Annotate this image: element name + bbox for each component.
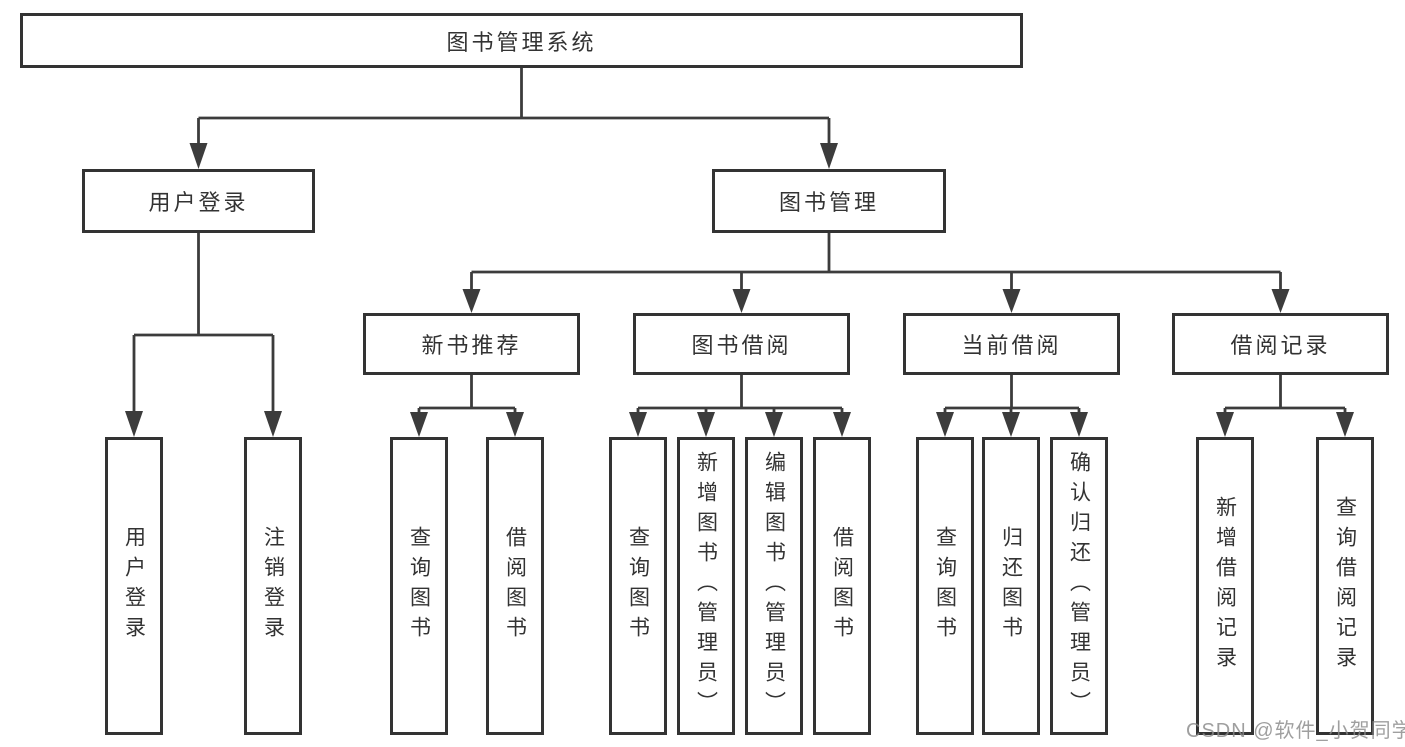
leaf-user-login-label: 用户登录 [122, 526, 146, 646]
leaf-query-books-borrow-label: 查询图书 [626, 526, 650, 646]
node-borrow-records: 借阅记录 [1172, 313, 1389, 375]
leaf-return-books-label: 归还图书 [999, 526, 1023, 646]
leaf-query-books-recommend: 查询图书 [390, 437, 448, 735]
leaf-add-borrow-record-label: 新增借阅记录 [1213, 496, 1237, 676]
leaf-query-books-borrow: 查询图书 [609, 437, 667, 735]
node-new-book-recommend: 新书推荐 [363, 313, 580, 375]
node-book-borrow: 图书借阅 [633, 313, 850, 375]
arrowhead-icons [125, 143, 1354, 437]
leaf-query-borrow-record: 查询借阅记录 [1316, 437, 1374, 735]
csdn-watermark: CSDN @软件_小贺同学 [1186, 720, 1405, 742]
leaf-confirm-return-admin: 确认归还（管理员） [1050, 437, 1108, 735]
leaf-query-books-current: 查询图书 [916, 437, 974, 735]
leaf-edit-books-admin-label: 编辑图书（管理员） [762, 451, 786, 721]
node-book-borrow-label: 图书借阅 [691, 333, 792, 358]
leaf-confirm-return-admin-label: 确认归还（管理员） [1067, 451, 1091, 721]
leaf-return-books: 归还图书 [982, 437, 1040, 735]
node-current-borrow: 当前借阅 [903, 313, 1120, 375]
node-new-book-recommend-label: 新书推荐 [421, 333, 522, 358]
leaf-borrow-books-recommend: 借阅图书 [486, 437, 544, 735]
leaf-add-books-admin: 新增图书（管理员） [677, 437, 735, 735]
node-root-label: 图书管理系统 [446, 29, 597, 55]
node-current-borrow-label: 当前借阅 [961, 333, 1062, 358]
leaf-borrow-books-label: 借阅图书 [830, 526, 854, 646]
leaf-borrow-books-recommend-label: 借阅图书 [503, 526, 527, 646]
node-book-management-branch: 图书管理 [712, 169, 946, 233]
leaf-logout: 注销登录 [244, 437, 302, 735]
leaf-logout-label: 注销登录 [261, 526, 285, 646]
leaf-query-borrow-record-label: 查询借阅记录 [1333, 496, 1357, 676]
leaf-query-books-current-label: 查询图书 [933, 526, 957, 646]
leaf-query-books-recommend-label: 查询图书 [407, 526, 431, 646]
node-user-login-label: 用户登录 [148, 190, 249, 215]
leaf-user-login: 用户登录 [105, 437, 163, 735]
node-book-management-label: 图书管理 [778, 190, 879, 215]
leaf-edit-books-admin: 编辑图书（管理员） [745, 437, 803, 735]
leaf-borrow-books: 借阅图书 [813, 437, 871, 735]
node-root-library-system: 图书管理系统 [20, 13, 1023, 68]
node-user-login-branch: 用户登录 [82, 169, 315, 233]
node-borrow-records-label: 借阅记录 [1230, 333, 1331, 358]
leaf-add-borrow-record: 新增借阅记录 [1196, 437, 1254, 735]
leaf-add-books-admin-label: 新增图书（管理员） [694, 451, 718, 721]
